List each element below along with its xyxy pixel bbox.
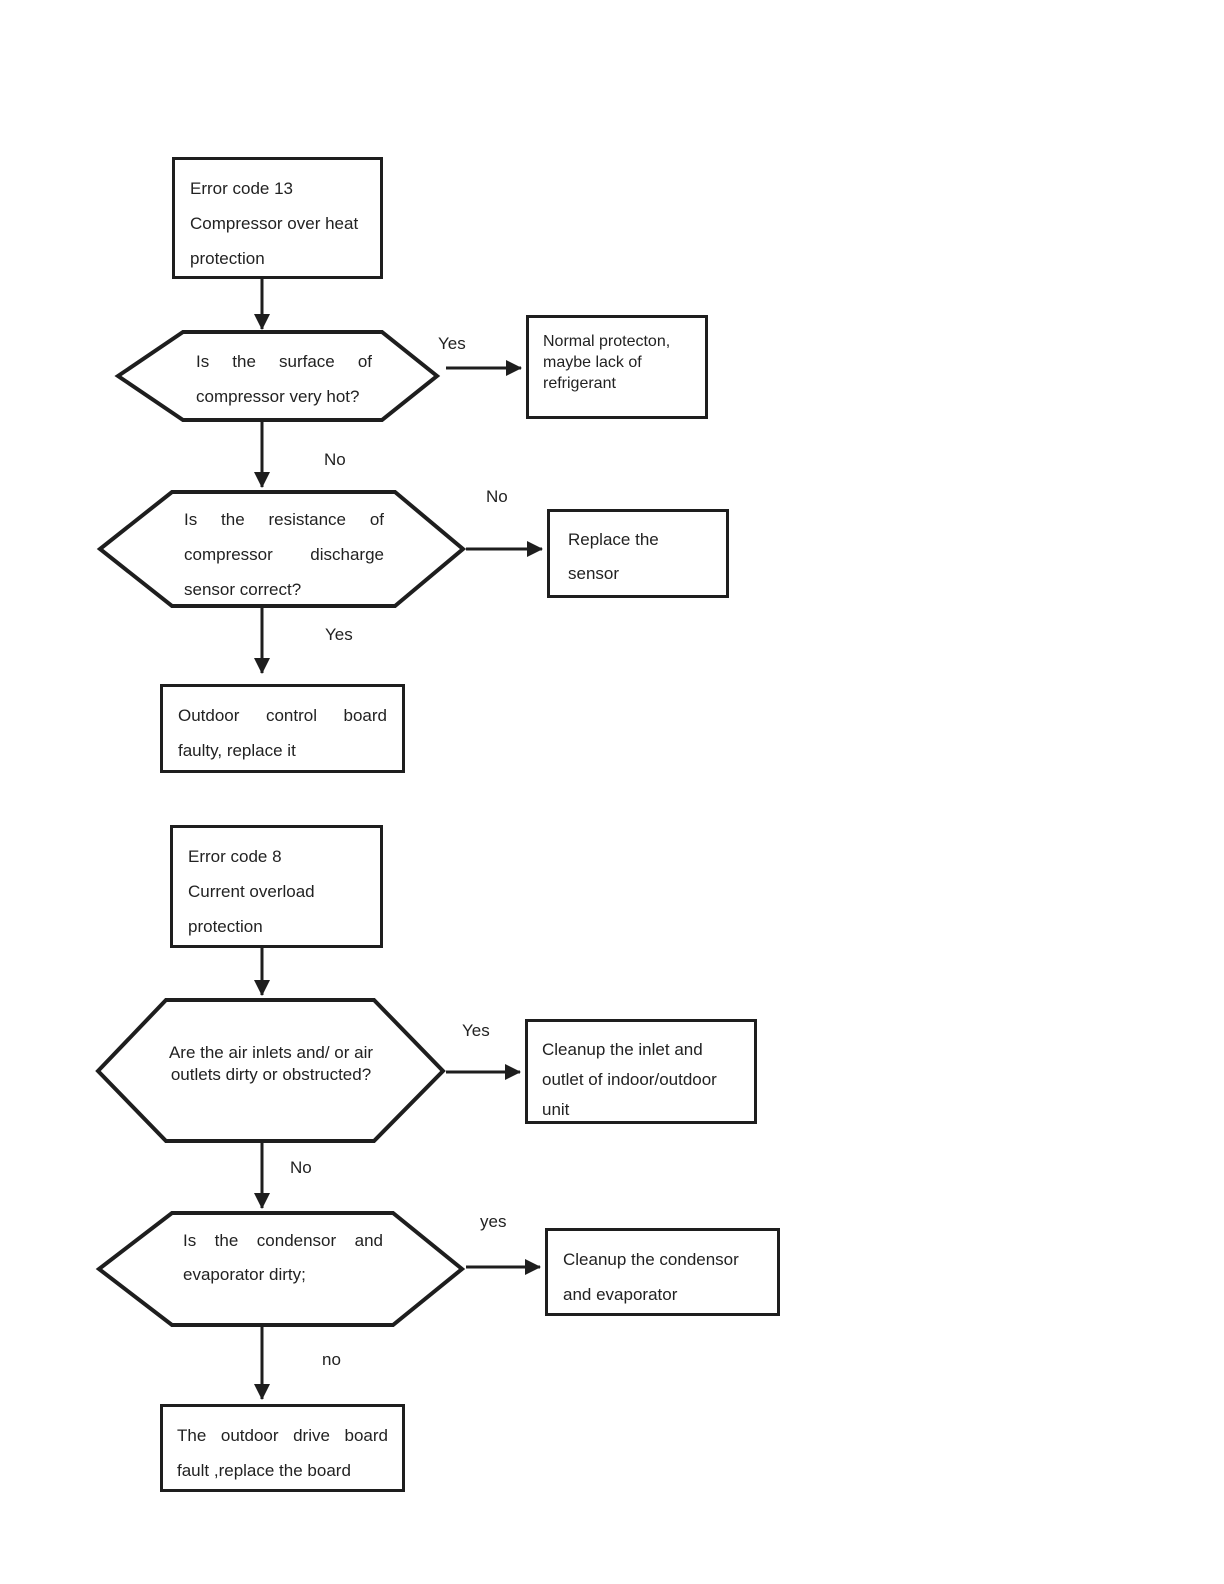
box-text-line: fault ,replace the board: [177, 1461, 351, 1480]
box-text-line: and evaporator: [563, 1285, 678, 1304]
decision-text-line: Are the air inlets and/ or air: [168, 1043, 374, 1062]
box-text-line: Error code 8: [188, 847, 282, 866]
edge-label-no: No: [290, 1158, 312, 1177]
decision-text-line: outlets dirty or obstructed?: [170, 1065, 372, 1084]
box-text-line: protection: [190, 249, 265, 268]
box-text-line: Error code 13: [190, 179, 293, 198]
box-text-line: Outdoor control board: [178, 706, 387, 725]
decision-hexagon-surface-hot: [114, 330, 441, 422]
decision-text-line: Is the surface of: [196, 352, 372, 371]
edge-label-no: no: [322, 1350, 341, 1369]
decision-text-sensor-resistance: Is the resistance of compressor discharg…: [184, 502, 384, 607]
end-box-outdoor-drive-board: The outdoor drive board fault ,replace t…: [160, 1404, 405, 1492]
result-box-cleanup-inlet-outlet: Cleanup the inlet and outlet of indoor/o…: [525, 1019, 757, 1124]
start-box-error-code-8: Error code 8 Current overload protection: [170, 825, 383, 948]
decision-hexagon-condensor-dirty: [95, 1211, 466, 1327]
box-text-line: Cleanup the inlet and: [542, 1040, 703, 1059]
result-box-normal-protection: Normal protecton, maybe lack of refriger…: [526, 315, 708, 419]
decision-text-line: Is the condensor and: [183, 1231, 383, 1250]
box-text-line: Cleanup the condensor: [563, 1250, 739, 1269]
start-box-error-code-13: Error code 13 Compressor over heat prote…: [172, 157, 383, 279]
decision-text-condensor-dirty: Is the condensor and evaporator dirty;: [183, 1224, 383, 1292]
decision-text-air-inlets: Are the air inlets and/ or air outlets d…: [130, 1042, 412, 1086]
box-text-line: Current overload: [188, 882, 315, 901]
edge-label-yes: Yes: [438, 334, 466, 353]
box-text-line: unit: [542, 1100, 570, 1119]
edge-label-yes: Yes: [462, 1021, 490, 1040]
edge-label-yes: Yes: [325, 625, 353, 644]
box-text-line: Compressor over heat: [190, 214, 359, 233]
box-text-line: The outdoor drive board: [177, 1426, 388, 1445]
decision-hexagon-air-inlets: [95, 998, 446, 1143]
decision-text-line: compressor discharge: [184, 545, 384, 564]
box-text-line: Normal protecton,: [543, 333, 671, 350]
decision-text-line: evaporator dirty;: [183, 1265, 306, 1284]
decision-text-line: compressor very hot?: [196, 387, 360, 406]
decision-text-surface-hot: Is the surface of compressor very hot?: [196, 344, 372, 414]
edge-label-no: No: [324, 450, 346, 469]
box-text-line: protection: [188, 917, 263, 936]
box-text-line: outlet of indoor/outdoor: [542, 1070, 717, 1089]
box-text-line: maybe lack of: [543, 354, 642, 371]
decision-text-line: sensor correct?: [184, 580, 302, 599]
result-box-replace-sensor: Replace the sensor: [547, 509, 729, 598]
end-box-outdoor-control-board: Outdoor control board faulty, replace it: [160, 684, 405, 773]
box-text-line: sensor: [568, 564, 620, 583]
edge-label-no: No: [486, 487, 508, 506]
box-text-line: faulty, replace it: [178, 741, 296, 760]
decision-hexagon-sensor-resistance: [96, 490, 467, 608]
result-box-cleanup-condensor: Cleanup the condensor and evaporator: [545, 1228, 780, 1316]
box-text-line: refrigerant: [543, 375, 616, 392]
decision-text-line: Is the resistance of: [184, 510, 384, 529]
edge-label-yes: yes: [480, 1212, 507, 1231]
box-text-line: Replace the: [568, 530, 659, 549]
